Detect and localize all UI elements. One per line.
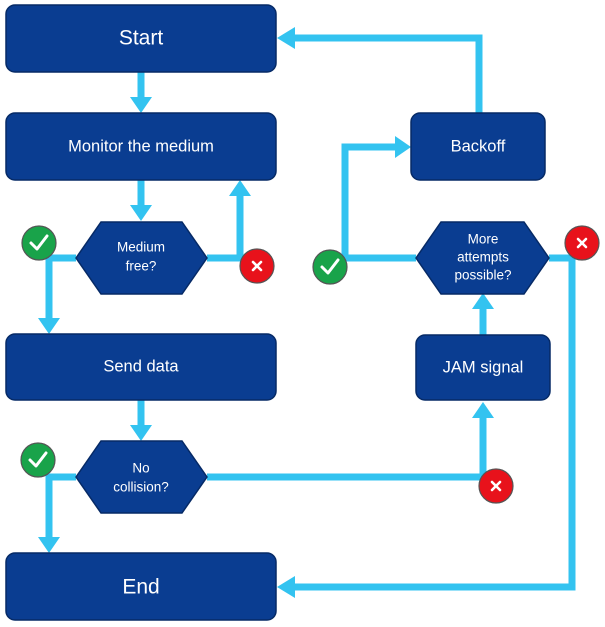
start-label: Start	[119, 27, 164, 50]
jam-signal-node: JAM signal	[415, 334, 551, 401]
arrow-medium-busy-loop	[207, 192, 244, 262]
arrow-backoff-to-start	[293, 34, 483, 113]
start-node: Start	[5, 4, 277, 73]
arrow-more-attempts-to-backoff	[341, 143, 416, 262]
cross-icon	[564, 225, 600, 261]
medium-free-line1: Medium	[117, 240, 165, 255]
backoff-label: Backoff	[451, 137, 506, 155]
arrowhead-monitor-return	[229, 180, 251, 196]
more-attempts-decision: More attempts possible?	[415, 221, 550, 295]
check-icon	[312, 249, 348, 285]
arrowhead-end-right	[277, 576, 295, 598]
arrow-medium-free-to-send	[45, 254, 76, 320]
arrowhead-collision-check	[130, 425, 152, 441]
arrowhead-end-left	[38, 537, 60, 553]
arrow-no-attempts-to-end	[293, 254, 576, 591]
arrowhead-start	[277, 27, 295, 49]
end-label: End	[122, 576, 159, 599]
arrowhead-backoff	[395, 136, 411, 158]
arrow-collision-to-jam	[207, 415, 487, 481]
end-node: End	[5, 552, 277, 621]
no-collision-decision: No collision?	[75, 440, 208, 514]
arrowhead-send-data	[38, 318, 60, 334]
arrowhead-medium-free	[130, 205, 152, 221]
medium-free-line2: free?	[126, 259, 157, 274]
medium-free-decision: Medium free?	[75, 221, 208, 295]
more-attempts-line2: attempts	[457, 250, 509, 265]
jam-signal-label: JAM signal	[443, 358, 524, 376]
monitor-label: Monitor the medium	[68, 137, 214, 155]
check-icon	[20, 442, 56, 478]
no-collision-line2: collision?	[113, 480, 169, 495]
cross-icon	[239, 248, 275, 284]
arrowhead-more-attempts	[472, 293, 494, 309]
check-icon	[21, 225, 57, 261]
send-data-label: Send data	[103, 357, 179, 375]
cross-icon	[478, 468, 514, 504]
more-attempts-line1: More	[468, 232, 499, 247]
send-data-node: Send data	[5, 333, 277, 401]
backoff-node: Backoff	[410, 112, 546, 181]
no-collision-line1: No	[132, 461, 149, 476]
arrow-no-collision-to-end	[45, 473, 76, 538]
more-attempts-line3: possible?	[454, 268, 511, 283]
monitor-node: Monitor the medium	[5, 112, 277, 181]
arrowhead-monitor	[130, 97, 152, 113]
arrowhead-jam	[472, 402, 494, 418]
